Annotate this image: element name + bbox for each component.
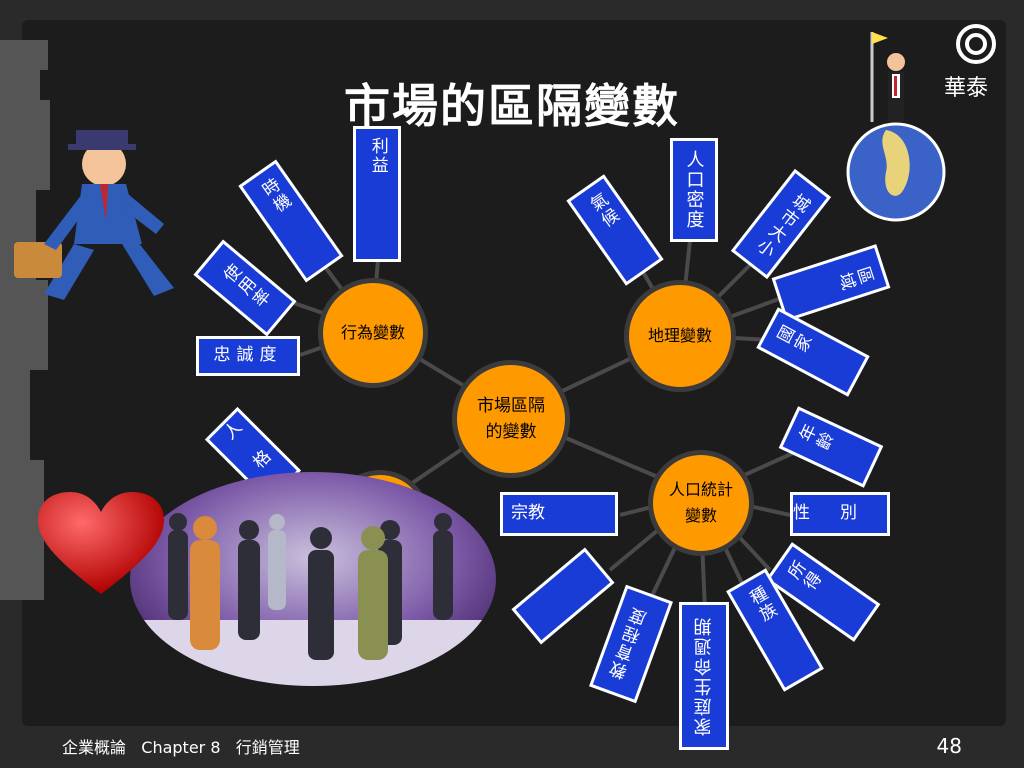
footer-topic: 行銷管理 xyxy=(235,738,300,757)
footer-left: 企業概論 Chapter 8 行銷管理 xyxy=(62,734,300,758)
decorative-left-strip xyxy=(0,40,50,600)
behavior-item-loyalty: 忠誠度 xyxy=(196,336,300,376)
behavior-item-benefit: 利益 xyxy=(353,126,401,262)
page-number: 48 xyxy=(936,734,962,758)
demographic-item-family-life-cycle: 家庭生命週期 xyxy=(679,602,729,750)
hub-center: 市場區隔 的變數 xyxy=(452,360,570,478)
demographic-item-gender: 性別 xyxy=(790,492,890,536)
geographic-item-density: 人口密度 xyxy=(670,138,718,242)
hub-demographic: 人口統計 變數 xyxy=(648,450,754,556)
brand-name: 華泰 xyxy=(944,76,989,101)
hub-geographic: 地理變數 xyxy=(624,280,736,392)
demographic-item-religion: 宗教 xyxy=(500,492,618,536)
crowd-photo xyxy=(130,472,496,686)
footer-chapter: Chapter 8 xyxy=(141,738,221,757)
businessman-clipart-icon xyxy=(14,130,174,300)
footer-course: 企業概論 xyxy=(62,738,127,757)
globe-flag-clipart-icon xyxy=(846,32,946,222)
brand-logo-icon xyxy=(956,24,996,64)
slide-title: 市場的區隔變數 xyxy=(344,79,680,133)
heart-icon xyxy=(38,492,164,594)
hub-behavior: 行為變數 xyxy=(318,278,428,388)
